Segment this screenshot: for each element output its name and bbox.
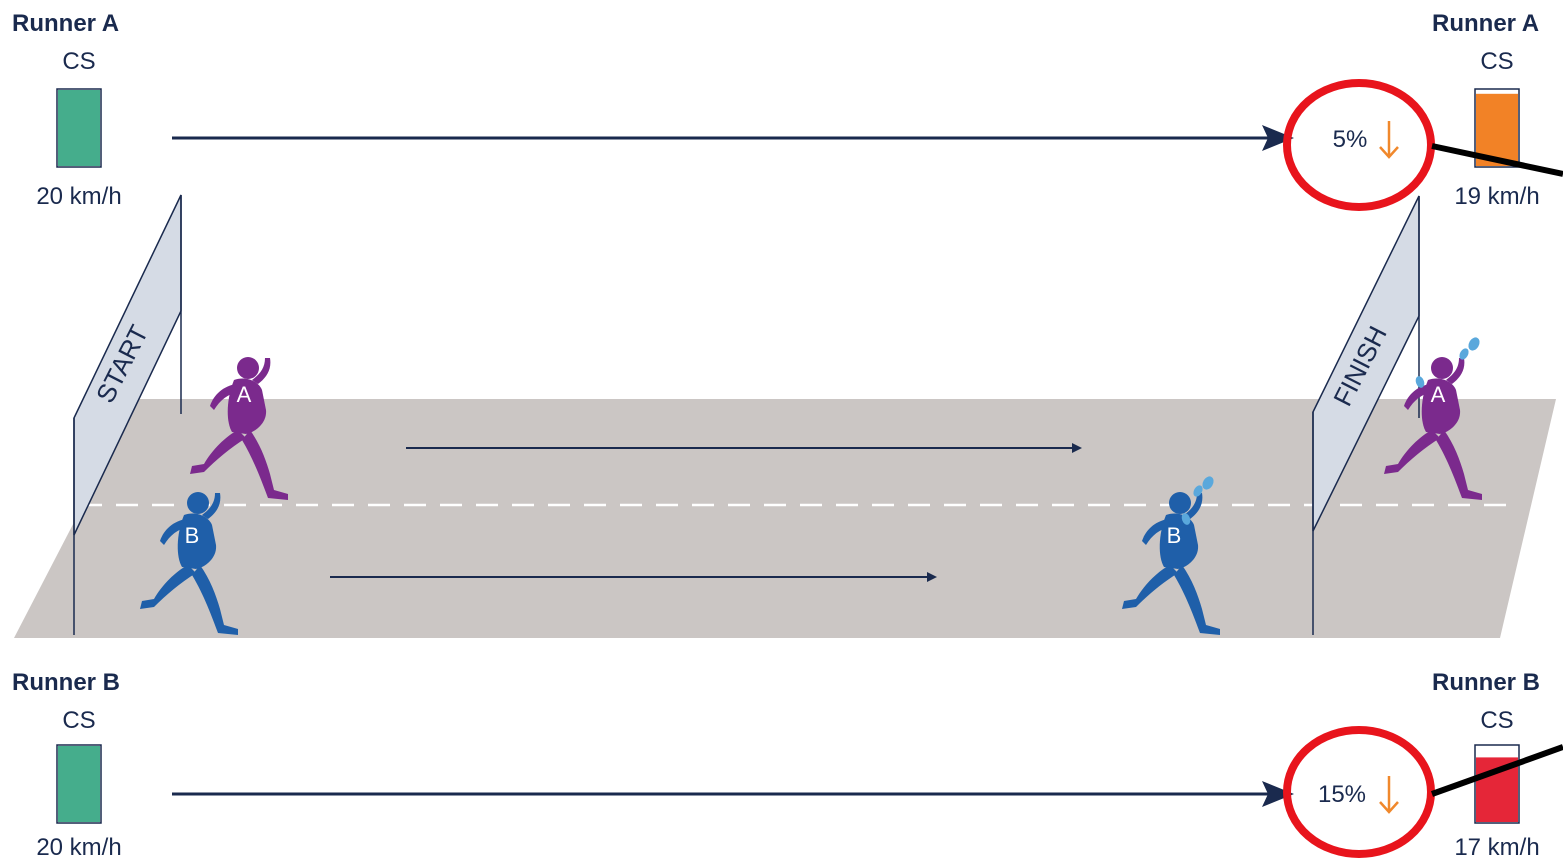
runner-b-start-speed: 20 km/h xyxy=(36,834,121,859)
runner-a-start-name: Runner A xyxy=(12,10,119,37)
runner-b-drop-percent: 15% xyxy=(1318,781,1366,808)
runner-a-start-letter: A xyxy=(237,382,252,407)
runner-b-start-cs-label: CS xyxy=(62,707,95,734)
runner-b-start-name: Runner B xyxy=(12,669,120,696)
runner-a-start-cs-label: CS xyxy=(62,48,95,75)
runner-b-start-letter: B xyxy=(185,523,200,548)
runner-b-end-speed: 17 km/h xyxy=(1454,834,1539,859)
runner-a-end-cs-label: CS xyxy=(1480,48,1513,75)
runner-b-start-cs-fill xyxy=(58,746,100,822)
runner-b-end-name: Runner B xyxy=(1432,669,1540,696)
down-arrow-icon xyxy=(1380,776,1398,812)
runner-a-end-name: Runner A xyxy=(1432,10,1539,37)
runner-a-end-letter: A xyxy=(1431,382,1446,407)
runner-a-start-cs-fill xyxy=(58,90,100,166)
runner-a-start-speed: 20 km/h xyxy=(36,183,121,210)
runner-a-end-speed: 19 km/h xyxy=(1454,183,1539,210)
runner-b-end-cs-label: CS xyxy=(1480,707,1513,734)
down-arrow-icon xyxy=(1380,121,1398,157)
runner-a-drop-percent: 5% xyxy=(1333,126,1368,153)
runner-b-end-letter: B xyxy=(1167,523,1182,548)
